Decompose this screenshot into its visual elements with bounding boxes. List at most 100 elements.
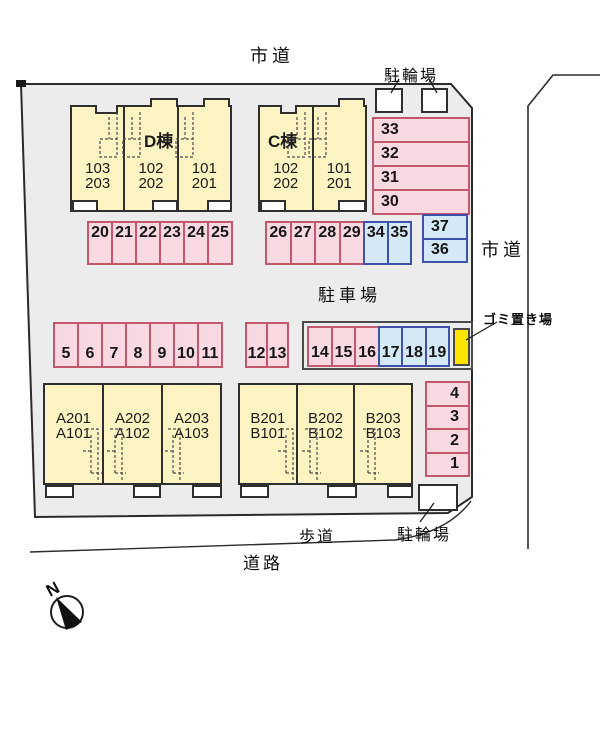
unit-A-202-102: A202 A102 — [102, 385, 161, 483]
building-entrance — [133, 485, 161, 498]
parking-row-34-35: 34 35 — [363, 221, 412, 265]
building-entrance — [192, 485, 222, 498]
road-label-bottom: 道路 — [243, 554, 283, 573]
parking-space: 34 — [366, 224, 385, 241]
unit-number: 201 — [326, 175, 352, 192]
unit-number: B101 — [250, 425, 286, 442]
unit-B-201-101: B201 B101 — [240, 385, 296, 483]
unit-B-203-103: B203 B103 — [353, 385, 411, 483]
building-D: 103 203 102 202 101 201 D棟 — [70, 98, 232, 212]
parking-space: 29 — [338, 223, 364, 263]
unit-number: A203 — [173, 410, 210, 427]
building-roof-tab — [338, 98, 365, 107]
parking-space: 35 — [386, 223, 411, 263]
unit-D-102-202: 102 202 — [123, 107, 176, 210]
unit-number: 202 — [273, 175, 299, 192]
parking-space: 6 — [77, 324, 101, 366]
unit-B-202-102: B202 B102 — [295, 385, 354, 483]
building-D-label: D棟 — [144, 132, 174, 151]
parking-space: 7 — [101, 324, 125, 366]
building-entrance — [45, 485, 74, 498]
building-roof-tab — [203, 98, 230, 107]
parking-space: 31 — [374, 165, 468, 189]
parking-space: 2 — [427, 428, 468, 452]
parking-space: 18 — [401, 328, 424, 365]
unit-number: A103 — [173, 425, 210, 442]
garbage-area-label: ゴミ置き場 — [483, 312, 554, 327]
unit-number: B103 — [365, 425, 401, 442]
building-entrance — [72, 200, 98, 212]
bicycle-parking-box — [418, 484, 458, 511]
building-entrance — [207, 200, 232, 212]
parking-space: 20 — [91, 224, 109, 241]
parking-stack-36-37: 37 36 — [422, 214, 468, 263]
unit-C-102-202: 102 202 — [260, 107, 312, 210]
parking-space: 11 — [197, 324, 221, 366]
building-entrance — [260, 200, 286, 212]
parking-row-26-29: 26 27 28 29 — [265, 221, 365, 265]
parking-space: 15 — [330, 328, 355, 365]
unit-number: 103 — [85, 160, 111, 177]
parking-stack-1-4: 4 3 2 1 — [425, 381, 470, 477]
bicycle-parking-label-bottom: 駐輪場 — [397, 527, 452, 544]
unit-number: 101 — [326, 160, 352, 177]
parking-space: 3 — [427, 404, 468, 429]
building-entrance — [240, 485, 269, 498]
parking-space: 5 — [61, 345, 71, 362]
parking-space: 10 — [173, 324, 197, 366]
parking-space: 32 — [374, 141, 468, 165]
unit-number: 102 — [273, 160, 299, 177]
unit-number: A201 — [55, 410, 92, 427]
unit-number: B203 — [365, 410, 401, 427]
parking-space: 9 — [149, 324, 173, 366]
road-label-right: 市道 — [481, 240, 525, 260]
parking-space: 8 — [125, 324, 149, 366]
unit-number: 102 — [138, 160, 164, 177]
parking-space: 14 — [310, 344, 329, 361]
parking-space: 37 — [431, 217, 449, 235]
bicycle-parking-box — [421, 88, 448, 113]
parking-space: 12 — [247, 345, 266, 362]
unit-number: A102 — [114, 425, 151, 442]
building-B: B201 B101 B202 B102 B203 B103 — [238, 383, 413, 498]
parking-space: 4 — [450, 384, 459, 402]
parking-row-17-19: 17 18 19 — [378, 326, 450, 367]
parking-space: 23 — [159, 223, 183, 263]
unit-number: B202 — [307, 410, 344, 427]
parking-row-12-13: 12 13 — [245, 322, 289, 368]
parking-space: 30 — [374, 189, 468, 213]
unit-number: B102 — [307, 425, 344, 442]
parking-space: 21 — [111, 223, 135, 263]
parking-space: 17 — [381, 344, 400, 361]
building-entrance — [327, 485, 357, 498]
unit-D-101-201: 101 201 — [176, 107, 230, 210]
unit-A-203-103: A203 A103 — [161, 385, 220, 483]
garbage-area-box — [453, 328, 470, 366]
parking-row-5-11: 5 6 7 8 9 10 11 — [53, 322, 223, 368]
sidewalk-label: 歩道 — [299, 529, 336, 546]
parking-row-14-16: 14 15 16 — [307, 326, 380, 367]
parking-space: 25 — [207, 223, 231, 263]
parking-space: 13 — [266, 324, 287, 366]
building-entrance — [152, 200, 178, 212]
boundary-start-mark — [16, 80, 26, 87]
bottom-road-edge — [29, 500, 472, 553]
unit-C-101-201: 101 201 — [311, 107, 366, 210]
unit-A-201-101: A201 A101 — [45, 385, 102, 483]
parking-space: 36 — [424, 237, 466, 262]
parking-space: 33 — [381, 121, 399, 138]
bicycle-parking-label-top: 駐輪場 — [384, 68, 439, 85]
bicycle-parking-box — [375, 88, 403, 113]
unit-number: B201 — [250, 410, 286, 427]
parking-space: 1 — [427, 451, 468, 476]
parking-space: 19 — [424, 328, 448, 365]
parking-row-20-25: 20 21 22 23 24 25 — [87, 221, 233, 265]
building-roof-tab — [150, 98, 178, 107]
parking-space: 28 — [314, 223, 339, 263]
right-road-edge — [527, 74, 600, 549]
parking-group-14-19: 14 15 16 17 18 19 — [302, 321, 473, 370]
building-entrance — [338, 200, 366, 212]
parking-space: 16 — [354, 328, 378, 365]
parking-space: 24 — [183, 223, 207, 263]
unit-number: 101 — [191, 160, 217, 177]
